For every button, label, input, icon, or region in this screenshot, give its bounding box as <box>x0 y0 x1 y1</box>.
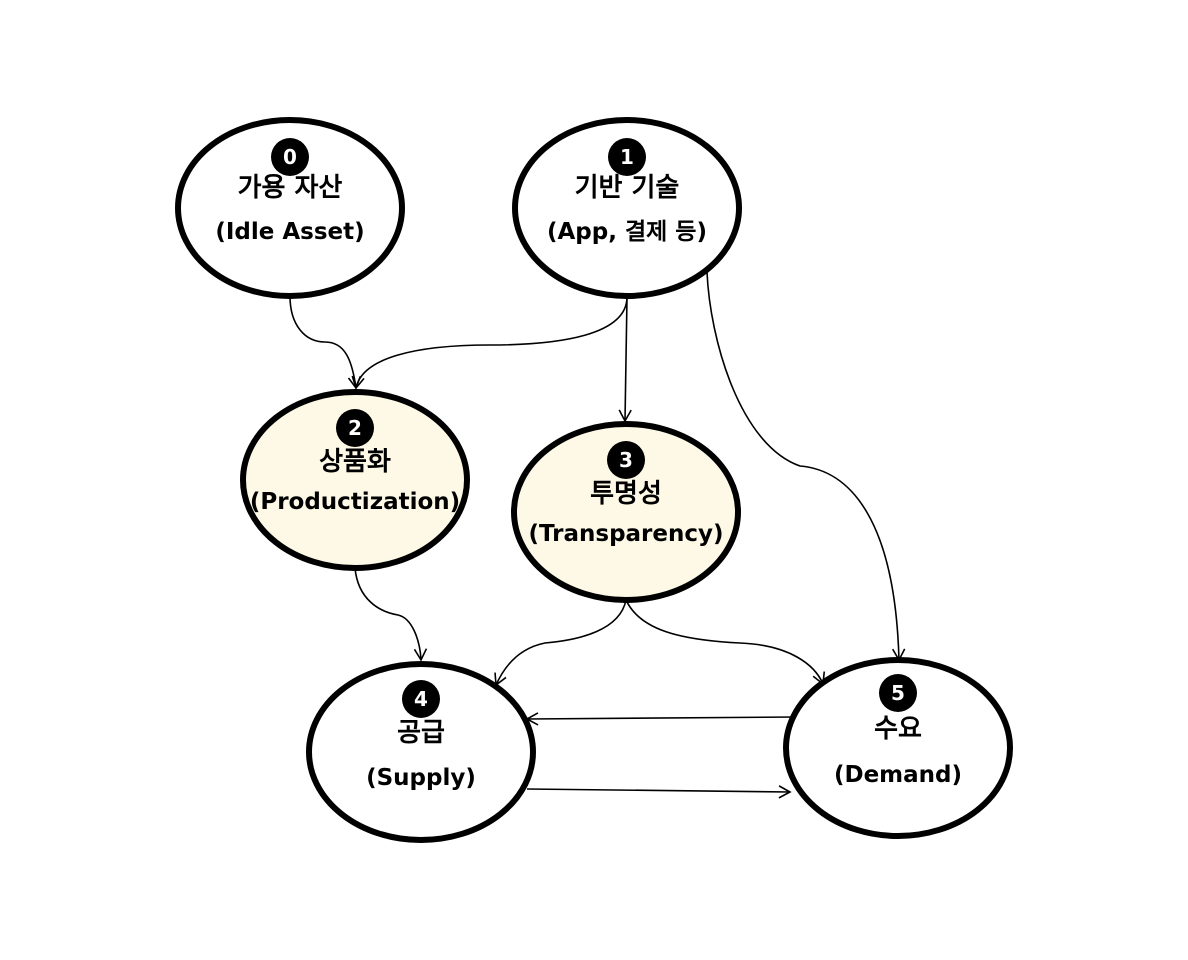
node-title: 가용 자산 <box>238 173 343 203</box>
node-ellipse <box>783 657 1013 839</box>
node-title: 투명성 <box>590 479 662 509</box>
node-badge <box>271 138 309 176</box>
node-n5: 5 수요 (Demand) <box>783 657 1013 839</box>
node-subtitle: (Demand) <box>834 762 962 788</box>
edge-n3-to-n5 <box>625 599 826 686</box>
nodes: 0 가용 자산 (Idle Asset) 1 기반 기술 (App, 결제 등) 2 상품화 (… <box>175 117 1013 843</box>
node-badge <box>402 680 440 718</box>
node-subtitle: (Supply) <box>366 765 476 791</box>
node-badge-number: 3 <box>619 448 633 472</box>
node-subtitle: (Transparency) <box>528 521 723 547</box>
edge-n5-to-n4 <box>525 712 796 726</box>
node-n1: 1 기반 기술 (App, 결제 등) <box>512 117 742 299</box>
node-badge-number: 2 <box>348 416 362 440</box>
node-subtitle: (Productization) <box>250 489 460 515</box>
node-title: 수요 <box>874 714 922 744</box>
node-ellipse <box>512 117 742 299</box>
node-badge-number: 4 <box>414 687 428 711</box>
node-n3: 3 투명성 (Transparency) <box>511 421 741 603</box>
node-badge-number: 5 <box>891 681 905 705</box>
node-n4: 4 공급 (Supply) <box>306 661 536 843</box>
node-badge <box>879 674 917 712</box>
edge-n1-to-n3 <box>618 296 632 423</box>
node-n0: 0 가용 자산 (Idle Asset) <box>175 117 405 299</box>
node-ellipse <box>240 389 470 571</box>
edge-n1-to-n2 <box>351 296 628 390</box>
edge-n2-to-n4 <box>354 567 428 662</box>
node-badge <box>607 441 645 479</box>
edges <box>289 271 906 799</box>
node-title: 기반 기술 <box>575 173 680 203</box>
node-ellipse <box>306 661 536 843</box>
node-subtitle: (Idle Asset) <box>215 219 364 245</box>
node-title: 상품화 <box>319 447 391 477</box>
edge-n3-to-n4 <box>494 599 627 687</box>
node-ellipse <box>175 117 405 299</box>
node-badge <box>336 409 374 447</box>
node-subtitle: (App, 결제 등) <box>547 219 707 245</box>
edge-n1-to-n5 <box>706 271 906 662</box>
edge-n0-to-n2 <box>289 295 362 390</box>
node-badge-number: 1 <box>620 145 634 169</box>
edge-n4-to-n5 <box>526 785 792 799</box>
node-badge <box>608 138 646 176</box>
node-n2: 2 상품화 (Productization) <box>240 389 470 571</box>
node-badge-number: 0 <box>283 145 297 169</box>
node-ellipse <box>511 421 741 603</box>
node-title: 공급 <box>397 718 445 748</box>
